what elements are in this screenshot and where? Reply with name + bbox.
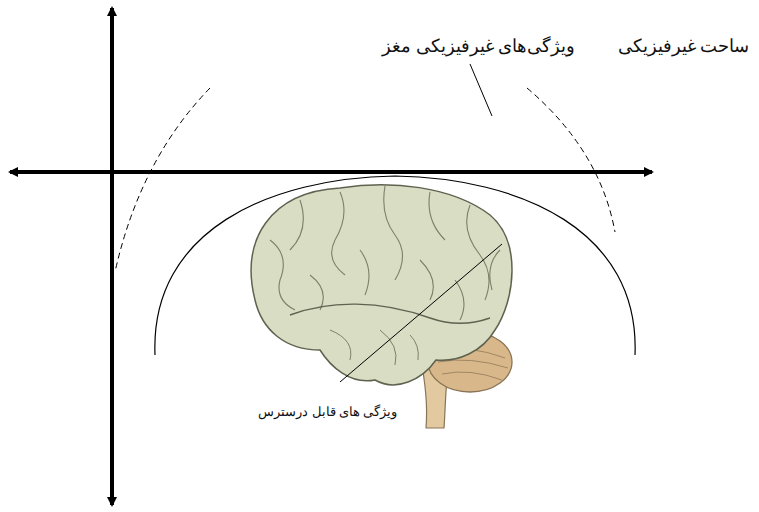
- axis-arrow: [110, 8, 114, 505]
- brain-illustration: [251, 185, 512, 428]
- dashed-arc: [527, 88, 615, 232]
- callout-label: ویژگی های قابل درسترس: [258, 404, 397, 420]
- axis-arrow: [110, 20, 114, 505]
- axis-arrow: [10, 170, 112, 174]
- leader-line: [470, 64, 492, 116]
- leader-line: [340, 244, 502, 382]
- region-label: ساحت غیرفیزیکی: [618, 36, 750, 58]
- axis-arrow: [112, 170, 652, 174]
- callout-label: ویژگی‌های غیرفیزیکی مغز: [382, 36, 575, 58]
